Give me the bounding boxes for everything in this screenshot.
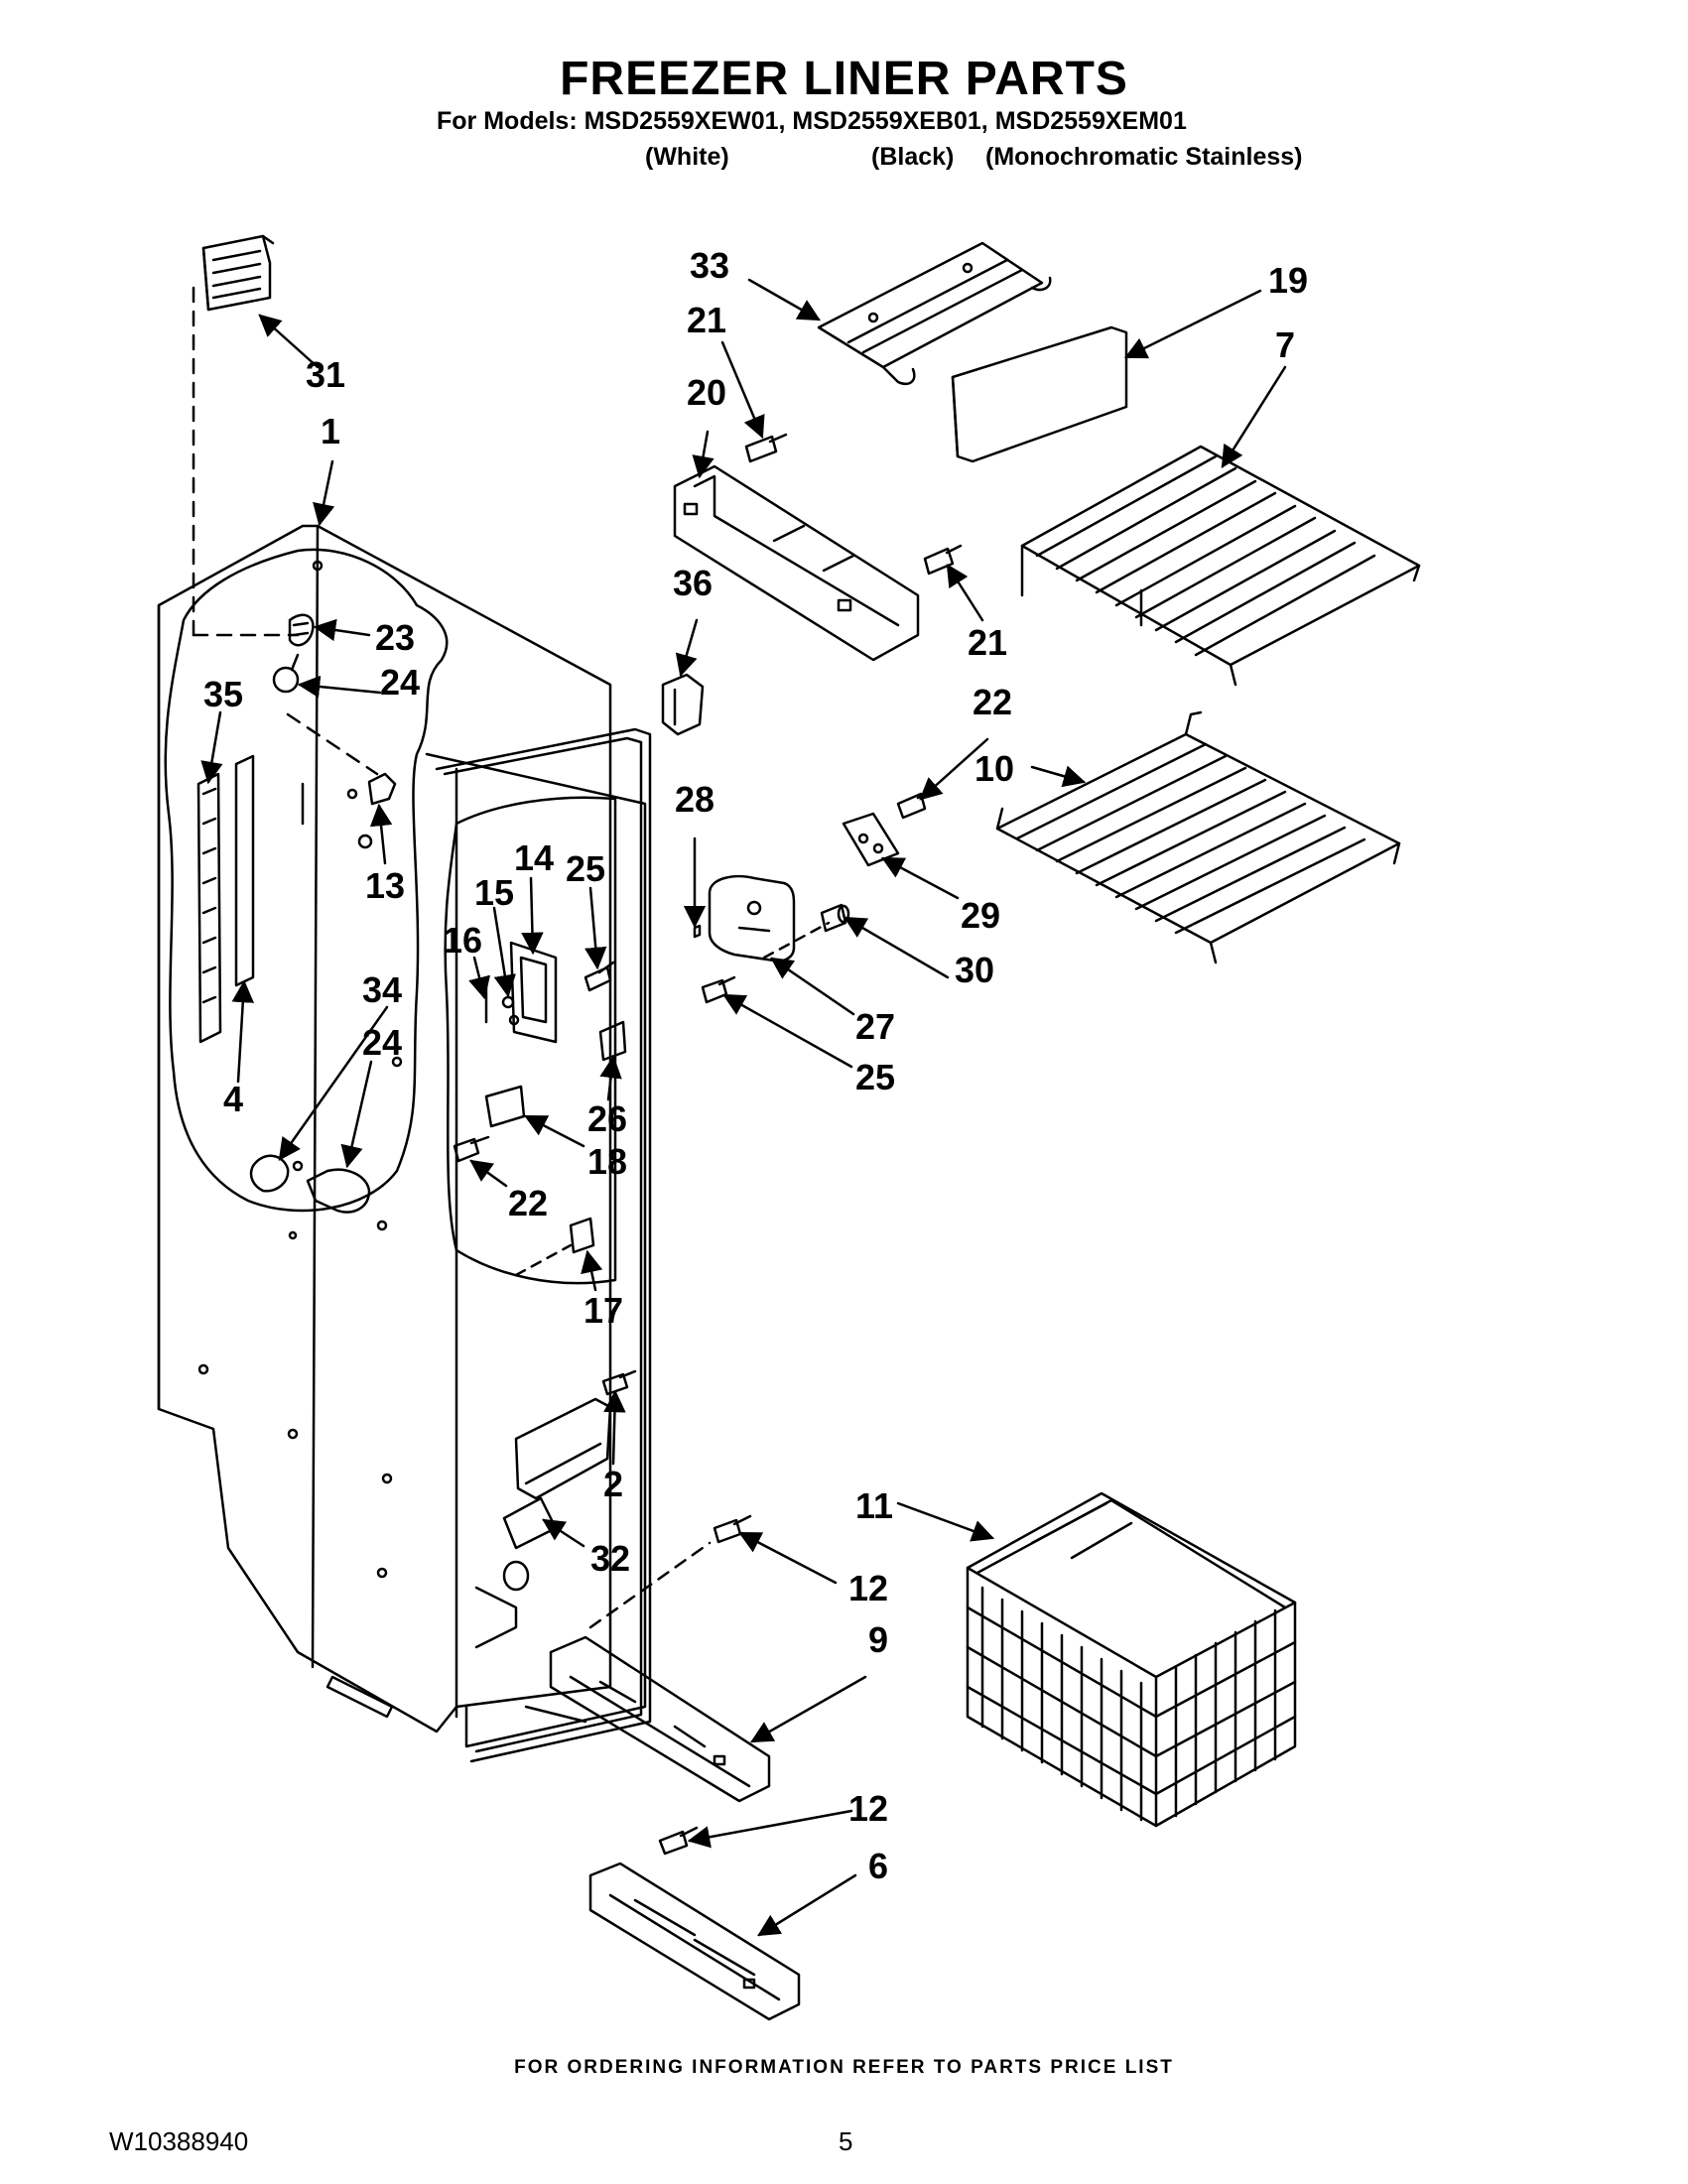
callout-4: 4 xyxy=(223,1079,243,1119)
light-socket-23 xyxy=(288,613,315,647)
variant-black: (Black) xyxy=(871,143,955,171)
callout-13: 13 xyxy=(365,865,405,906)
callout-22-wall: 22 xyxy=(508,1183,548,1223)
bulb-24-top xyxy=(272,653,300,694)
light-socket-34 xyxy=(249,1154,290,1193)
callout-30: 30 xyxy=(955,950,994,990)
clip-36 xyxy=(661,673,705,736)
callout-6: 6 xyxy=(868,1846,888,1886)
callout-33: 33 xyxy=(690,245,729,286)
plug-32 xyxy=(502,1560,530,1592)
callout-25-cover: 25 xyxy=(855,1057,895,1097)
document-number: W10388940 xyxy=(109,2126,249,2156)
bracket-26 xyxy=(598,1020,627,1062)
bracket-20 xyxy=(673,464,920,662)
shelf-panel-19 xyxy=(951,325,1128,463)
callout-35: 35 xyxy=(203,674,243,714)
bulb-24-lower xyxy=(288,1168,371,1240)
wire-shelf-10 xyxy=(995,710,1401,964)
screw-21-lower xyxy=(923,544,963,576)
clip-13 xyxy=(357,772,397,849)
callout-14: 14 xyxy=(514,837,554,878)
callout-17: 17 xyxy=(584,1290,623,1331)
thermistor-17 xyxy=(514,1217,595,1277)
wire-shelf-7 xyxy=(1020,445,1421,687)
callout-12-lower: 12 xyxy=(848,1788,888,1829)
callout-24-lower: 24 xyxy=(362,1022,402,1063)
cover-27 xyxy=(708,874,796,963)
callout-21-top: 21 xyxy=(687,300,726,340)
callout-24-top: 24 xyxy=(380,662,420,703)
light-strip-35 xyxy=(196,772,222,1044)
callout-36: 36 xyxy=(673,563,713,603)
item-28 xyxy=(693,924,702,939)
callout-26: 26 xyxy=(587,1098,627,1139)
screw-2 xyxy=(601,1369,637,1396)
callout-1: 1 xyxy=(321,411,340,451)
variant-stainless: (Monochromatic Stainless) xyxy=(985,143,1303,171)
callout-15: 15 xyxy=(474,872,514,913)
ordering-note: FOR ORDERING INFORMATION REFER TO PARTS … xyxy=(514,2057,1174,2078)
switch-housing-14 xyxy=(509,941,558,1044)
freezer-liner-cabinet xyxy=(157,524,652,1763)
callout-27: 27 xyxy=(855,1006,895,1047)
trim-9 xyxy=(549,1635,771,1803)
callout-7: 7 xyxy=(1275,324,1295,365)
trim-6 xyxy=(588,1862,801,2021)
callout-22-right: 22 xyxy=(973,682,1012,722)
callout-28: 28 xyxy=(675,779,714,820)
callout-20: 20 xyxy=(687,372,726,413)
screw-21-top xyxy=(744,433,788,463)
callout-12-upper: 12 xyxy=(848,1568,888,1608)
light-strip-4 xyxy=(234,754,255,987)
wire-basket-11 xyxy=(966,1491,1297,1828)
control-board-29 xyxy=(842,812,900,867)
callout-9: 9 xyxy=(868,1619,888,1660)
callout-25-wall: 25 xyxy=(566,848,605,889)
callout-16: 16 xyxy=(443,920,482,961)
callout-34: 34 xyxy=(362,969,402,1010)
screw-22-wall xyxy=(453,1135,490,1163)
variant-white: (White) xyxy=(645,143,729,171)
callout-11: 11 xyxy=(855,1485,893,1526)
leader-lines xyxy=(200,278,1287,1937)
air-diffuser-2 xyxy=(502,1397,612,1550)
callout-21-lower: 21 xyxy=(968,622,1007,663)
callout-19: 19 xyxy=(1268,260,1308,301)
callout-2: 2 xyxy=(603,1464,623,1504)
page-title: FREEZER LINER PARTS xyxy=(560,53,1128,105)
callout-18: 18 xyxy=(587,1141,627,1182)
hinge-cover-33 xyxy=(817,241,1052,386)
control-board-18 xyxy=(484,1085,526,1128)
callout-10: 10 xyxy=(974,748,1014,789)
page-number: 5 xyxy=(839,2126,853,2156)
switch-15 xyxy=(501,995,520,1026)
callout-labels: 31 1 23 35 24 13 34 24 4 16 15 14 25 26 … xyxy=(203,245,1308,1886)
callout-32: 32 xyxy=(590,1538,630,1579)
callout-23: 23 xyxy=(375,617,415,658)
screw-22-right xyxy=(896,789,935,820)
vent-grille-31 xyxy=(201,234,275,312)
models-line: For Models: MSD2559XEW01, MSD2559XEB01, … xyxy=(437,107,1187,135)
callout-31: 31 xyxy=(306,354,345,395)
callout-29: 29 xyxy=(961,895,1000,936)
